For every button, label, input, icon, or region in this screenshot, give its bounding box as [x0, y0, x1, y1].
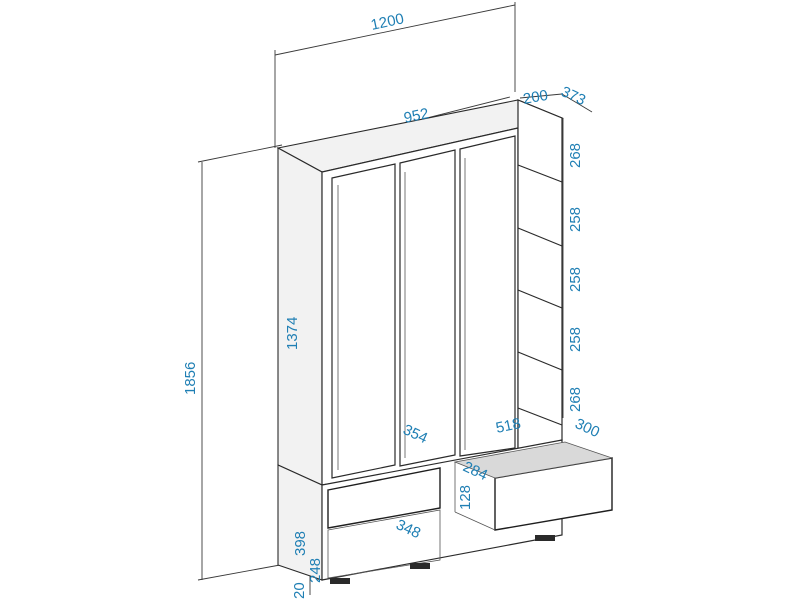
base-unit — [277, 439, 613, 584]
dim-shelf-3: 258 — [567, 267, 584, 292]
wardrobe-door-2 — [399, 149, 456, 467]
foot-2 — [410, 563, 430, 569]
dim-shelf-1: 268 — [567, 143, 584, 168]
dim-shelf-width: 200 — [522, 87, 550, 108]
shelf-column — [517, 99, 563, 456]
dim-drawer-depth: 300 — [572, 415, 602, 441]
wardrobe-door-1 — [331, 163, 396, 479]
dim-drawer-width: 518 — [494, 415, 522, 437]
dim-base-height: 398 — [292, 531, 309, 556]
dim-overall-height: 1856 — [182, 362, 199, 395]
foot-3 — [535, 535, 555, 541]
left-drawer — [327, 467, 441, 529]
dim-shelf-5: 268 — [567, 387, 584, 412]
dim-cubby-height: 248 — [307, 558, 324, 583]
open-drawer-inside — [455, 442, 612, 478]
left-cubby — [327, 509, 441, 579]
wardrobe-carcass — [276, 99, 564, 486]
dim-shelf-4: 258 — [567, 327, 584, 352]
dim-shelf-2: 258 — [567, 207, 584, 232]
dim-plinth-height: 20 — [291, 582, 308, 599]
foot-1 — [330, 578, 350, 584]
dim-overall-depth: 373 — [558, 83, 588, 109]
dim-wardrobe-height: 1374 — [284, 317, 301, 350]
dim-drawer-height: 128 — [457, 485, 474, 510]
left-side-panel — [277, 147, 323, 486]
dim-inner-width: 952 — [402, 105, 430, 127]
wardrobe-door-3 — [459, 135, 516, 457]
dim-overall-width: 1200 — [369, 10, 405, 34]
